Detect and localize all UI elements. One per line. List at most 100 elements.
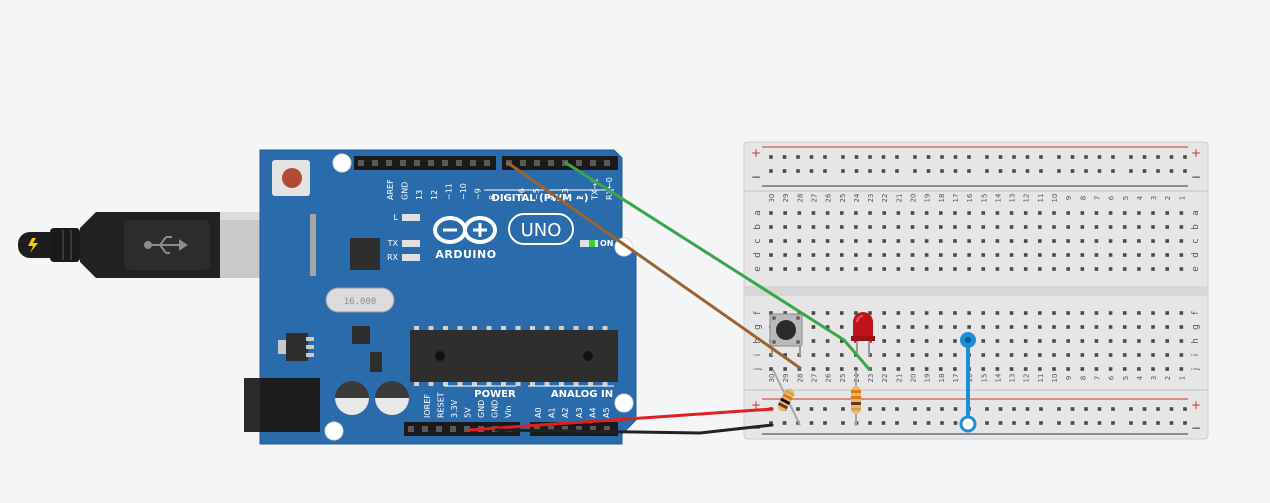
- breadboard-hole[interactable]: [995, 367, 1000, 371]
- breadboard-hole[interactable]: [1179, 211, 1184, 215]
- breadboard-hole[interactable]: [1038, 339, 1042, 343]
- breadboard-hole[interactable]: [1142, 155, 1147, 159]
- breadboard-hole[interactable]: [1151, 353, 1155, 357]
- breadboard-hole[interactable]: [783, 311, 787, 315]
- breadboard-hole[interactable]: [1165, 325, 1169, 329]
- breadboard-hole[interactable]: [953, 253, 957, 257]
- breadboard-hole[interactable]: [811, 353, 816, 357]
- breadboard-hole[interactable]: [1012, 169, 1016, 173]
- breadboard-hole[interactable]: [1183, 407, 1187, 411]
- breadboard-hole[interactable]: [882, 311, 886, 315]
- breadboard-hole[interactable]: [1066, 339, 1070, 343]
- header-pin[interactable]: [372, 160, 378, 166]
- breadboard-hole[interactable]: [998, 169, 1003, 173]
- breadboard-hole[interactable]: [1012, 421, 1016, 425]
- breadboard-hole[interactable]: [1151, 339, 1155, 343]
- breadboard-hole[interactable]: [939, 267, 943, 271]
- breadboard-hole[interactable]: [1183, 421, 1187, 425]
- header-pin[interactable]: [604, 426, 610, 432]
- breadboard-hole[interactable]: [939, 253, 943, 257]
- breadboard-hole[interactable]: [1151, 239, 1155, 243]
- breadboard-hole[interactable]: [1066, 253, 1070, 257]
- breadboard-hole[interactable]: [1038, 311, 1042, 315]
- breadboard-hole[interactable]: [910, 239, 915, 243]
- breadboard-hole[interactable]: [953, 211, 957, 215]
- breadboard-hole[interactable]: [1108, 225, 1113, 229]
- breadboard-hole[interactable]: [1165, 311, 1169, 315]
- breadboard-hole[interactable]: [1066, 325, 1070, 329]
- breadboard-hole[interactable]: [953, 225, 957, 229]
- breadboard-hole[interactable]: [981, 367, 986, 371]
- breadboard-hole[interactable]: [953, 339, 957, 343]
- breadboard-hole[interactable]: [1137, 311, 1141, 315]
- breadboard-hole[interactable]: [1052, 253, 1056, 257]
- breadboard-hole[interactable]: [1009, 267, 1014, 271]
- breadboard-hole[interactable]: [1169, 407, 1174, 411]
- breadboard-hole[interactable]: [895, 421, 899, 425]
- breadboard-hole[interactable]: [811, 325, 816, 329]
- breadboard-hole[interactable]: [926, 421, 931, 425]
- breadboard-hole[interactable]: [1165, 253, 1169, 257]
- breadboard-hole[interactable]: [1070, 169, 1075, 173]
- breadboard-hole[interactable]: [924, 353, 929, 357]
- breadboard-hole[interactable]: [882, 367, 886, 371]
- breadboard-hole[interactable]: [769, 311, 773, 315]
- breadboard-hole[interactable]: [811, 367, 816, 371]
- breadboard-hole[interactable]: [1057, 155, 1061, 159]
- breadboard-hole[interactable]: [1156, 155, 1160, 159]
- breadboard-hole[interactable]: [939, 211, 943, 215]
- breadboard-hole[interactable]: [1009, 225, 1014, 229]
- header-pin[interactable]: [548, 426, 554, 432]
- header-pin[interactable]: [428, 160, 434, 166]
- breadboard-hole[interactable]: [823, 155, 827, 159]
- breadboard-hole[interactable]: [1151, 225, 1155, 229]
- breadboard-hole[interactable]: [769, 421, 773, 425]
- breadboard-hole[interactable]: [881, 421, 886, 425]
- breadboard-hole[interactable]: [783, 239, 787, 243]
- breadboard-hole[interactable]: [1137, 211, 1141, 215]
- breadboard-hole[interactable]: [910, 339, 915, 343]
- breadboard[interactable]: + + − − + + − − 303029292828272726262525…: [743, 141, 1209, 440]
- breadboard-hole[interactable]: [910, 311, 915, 315]
- breadboard-hole[interactable]: [1012, 407, 1016, 411]
- breadboard-hole[interactable]: [1052, 267, 1056, 271]
- breadboard-hole[interactable]: [881, 169, 886, 173]
- header-pin[interactable]: [562, 426, 568, 432]
- breadboard-hole[interactable]: [1039, 169, 1043, 173]
- breadboard-hole[interactable]: [839, 225, 844, 229]
- breadboard-hole[interactable]: [823, 169, 827, 173]
- breadboard-hole[interactable]: [1009, 239, 1014, 243]
- breadboard-hole[interactable]: [1183, 169, 1187, 173]
- breadboard-hole[interactable]: [809, 421, 814, 425]
- breadboard-hole[interactable]: [1122, 339, 1127, 343]
- breadboard-hole[interactable]: [953, 311, 957, 315]
- breadboard-hole[interactable]: [825, 339, 830, 343]
- breadboard-hole[interactable]: [896, 325, 901, 329]
- breadboard-hole[interactable]: [910, 267, 915, 271]
- breadboard-hole[interactable]: [896, 239, 901, 243]
- breadboard-hole[interactable]: [1137, 225, 1141, 229]
- breadboard-hole[interactable]: [882, 225, 886, 229]
- breadboard-hole[interactable]: [967, 325, 971, 329]
- header-pin[interactable]: [534, 160, 540, 166]
- breadboard-hole[interactable]: [1038, 325, 1042, 329]
- breadboard-hole[interactable]: [1038, 225, 1042, 229]
- header-pin[interactable]: [548, 160, 554, 166]
- breadboard-hole[interactable]: [1108, 211, 1113, 215]
- breadboard-hole[interactable]: [811, 339, 816, 343]
- breadboard-hole[interactable]: [1080, 353, 1085, 357]
- breadboard-hole[interactable]: [769, 253, 773, 257]
- breadboard-hole[interactable]: [1057, 169, 1061, 173]
- breadboard-hole[interactable]: [981, 311, 986, 315]
- breadboard-hole[interactable]: [1066, 367, 1070, 371]
- breadboard-hole[interactable]: [895, 407, 899, 411]
- header-pin[interactable]: [464, 426, 470, 432]
- header-pin[interactable]: [604, 160, 610, 166]
- breadboard-hole[interactable]: [981, 211, 986, 215]
- breadboard-hole[interactable]: [1122, 225, 1127, 229]
- breadboard-hole[interactable]: [1165, 225, 1169, 229]
- breadboard-hole[interactable]: [1066, 239, 1070, 243]
- breadboard-hole[interactable]: [868, 353, 872, 357]
- breadboard-hole[interactable]: [1009, 253, 1014, 257]
- breadboard-hole[interactable]: [1108, 353, 1113, 357]
